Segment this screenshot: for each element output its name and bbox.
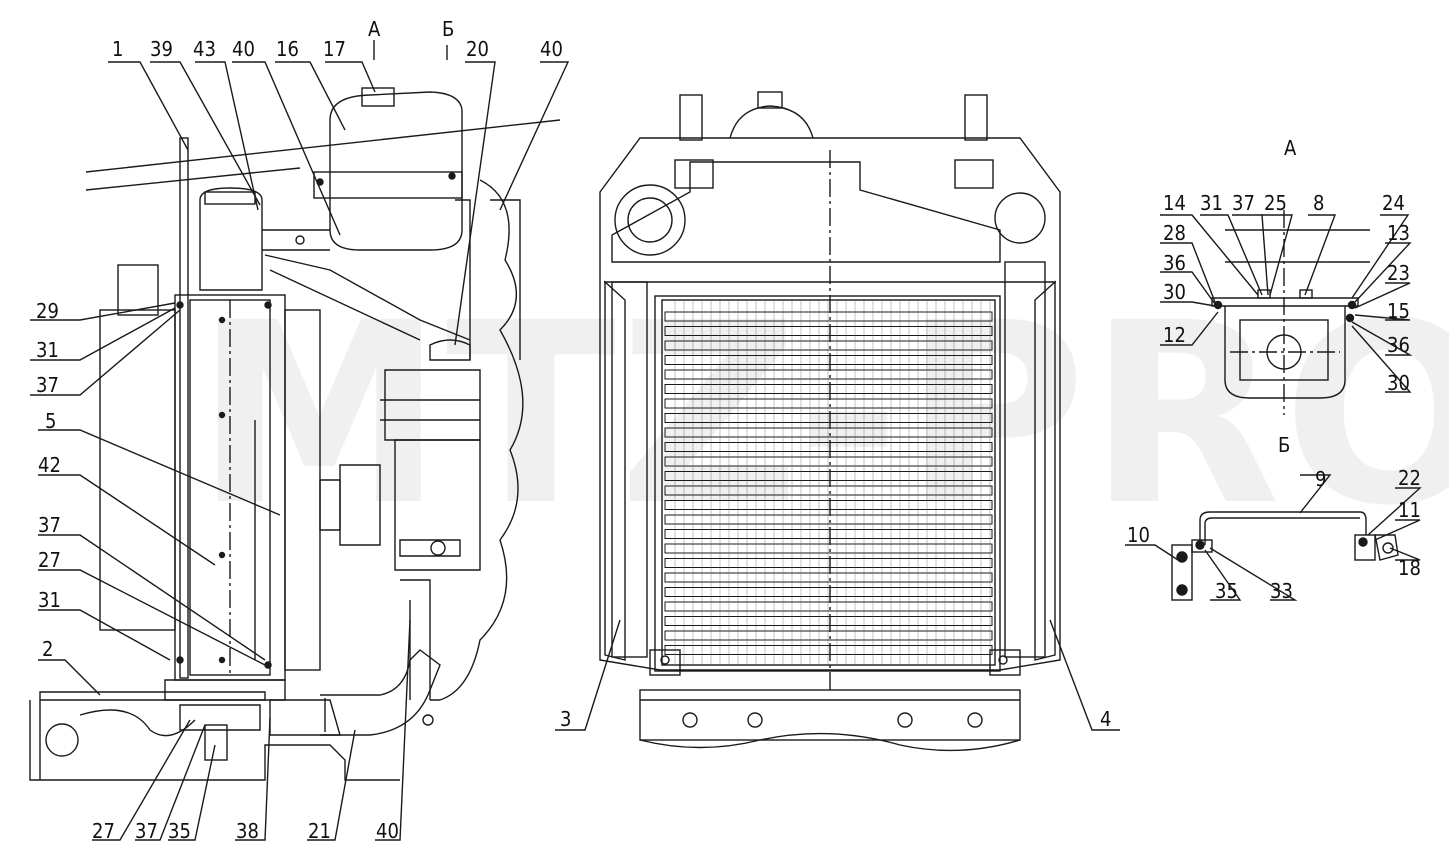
label-18: 18: [1398, 556, 1421, 580]
label-20: 20: [466, 37, 489, 61]
label-16: 16: [276, 37, 299, 61]
label-37-a: 37: [1232, 191, 1255, 215]
label-38: 38: [236, 819, 259, 843]
front-view-labels: 3 4: [560, 707, 1111, 731]
view-b-labels: Б 9 22 10 11 18 35 33: [1127, 433, 1421, 603]
label-43: 43: [193, 37, 216, 61]
front-view-leaders: [555, 619, 1120, 731]
view-b-drawing: [1125, 474, 1422, 601]
label-40-right: 40: [540, 37, 563, 61]
label-22: 22: [1398, 466, 1421, 490]
radiator-fins: [664, 300, 993, 664]
view-a-labels: А 14 31 37 25 8 24 28 13 36 23 30 15 12 …: [1163, 136, 1410, 395]
label-17: 17: [323, 37, 346, 61]
label-23: 23: [1387, 261, 1410, 285]
label-36-a: 36: [1163, 251, 1186, 275]
label-15: 15: [1387, 299, 1410, 323]
label-42: 42: [38, 453, 61, 477]
label-4: 4: [1100, 707, 1111, 731]
label-37: 37: [36, 373, 59, 397]
label-2: 2: [42, 637, 53, 661]
label-28: 28: [1163, 221, 1186, 245]
label-25: 25: [1264, 191, 1287, 215]
front-view-drawing: [599, 91, 1061, 752]
label-37-lower: 37: [38, 513, 61, 537]
label-37-bottom: 37: [135, 819, 158, 843]
side-view-labels: А Б 1 39 43 40 16 17 20 40 29 31 37 5 42…: [36, 17, 563, 843]
label-1: 1: [112, 37, 123, 61]
side-view-drawing: [29, 87, 561, 781]
view-a-title: А: [1284, 136, 1297, 160]
label-30-a: 30: [1163, 280, 1186, 304]
label-35-b: 35: [1215, 579, 1238, 603]
label-10: 10: [1127, 523, 1150, 547]
label-3: 3: [560, 707, 571, 731]
label-29: 29: [36, 299, 59, 323]
label-14: 14: [1163, 191, 1186, 215]
arrow-b-label: Б: [442, 17, 454, 41]
label-24: 24: [1382, 191, 1405, 215]
label-8: 8: [1313, 191, 1324, 215]
label-31-lower: 31: [38, 588, 61, 612]
label-35-bottom: 35: [168, 819, 191, 843]
label-5: 5: [45, 409, 56, 433]
view-a-drawing: [1160, 210, 1413, 415]
label-27: 27: [38, 548, 61, 572]
label-9: 9: [1315, 467, 1326, 491]
label-40-top: 40: [232, 37, 255, 61]
label-40-bottom: 40: [376, 819, 399, 843]
label-27-bottom: 27: [92, 819, 115, 843]
side-view-leaders: [30, 40, 570, 841]
label-33: 33: [1270, 579, 1293, 603]
label-36-a-right: 36: [1387, 333, 1410, 357]
label-30-a-right: 30: [1387, 371, 1410, 395]
label-11: 11: [1398, 498, 1421, 522]
label-31-a: 31: [1200, 191, 1223, 215]
view-b-title: Б: [1278, 433, 1290, 457]
label-31: 31: [36, 338, 59, 362]
label-39: 39: [150, 37, 173, 61]
label-12: 12: [1163, 323, 1186, 347]
arrow-a-label: А: [368, 17, 381, 41]
label-21: 21: [308, 819, 331, 843]
label-13: 13: [1387, 221, 1410, 245]
